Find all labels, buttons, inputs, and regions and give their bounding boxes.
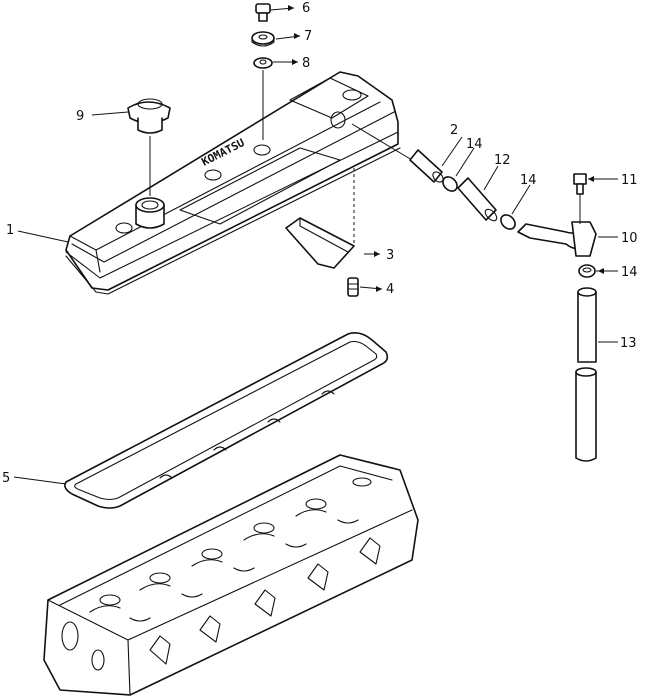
callout-14c: 14	[621, 265, 638, 280]
callout-10: 10	[621, 231, 638, 246]
callout-5: 5	[2, 471, 10, 486]
cylinder-head	[43, 454, 419, 696]
bolt-11	[573, 173, 587, 195]
clamp-14b	[500, 214, 516, 230]
pipe-2	[409, 149, 444, 183]
grommet-8	[253, 57, 273, 140]
callout-3: 3	[386, 248, 394, 263]
leader-lines	[13, 5, 618, 485]
callout-12: 12	[494, 153, 511, 168]
elbow-pipe-10	[517, 192, 597, 257]
washer-7	[251, 31, 275, 47]
bolt-4	[347, 277, 359, 297]
gasket	[64, 332, 389, 509]
callout-4: 4	[386, 282, 394, 297]
callout-8: 8	[302, 56, 310, 71]
callout-7: 7	[304, 29, 312, 44]
valve-cover: KOMATSU	[65, 71, 401, 295]
clamp-14c	[578, 264, 596, 278]
callout-6: 6	[302, 1, 310, 16]
callout-11: 11	[621, 173, 638, 188]
tube-13	[575, 287, 597, 462]
bolt-6	[255, 3, 271, 22]
callout-14a: 14	[466, 137, 483, 152]
callout-2: 2	[450, 123, 458, 138]
callout-14b: 14	[520, 173, 537, 188]
callout-1: 1	[6, 223, 14, 238]
bracket-3	[285, 168, 355, 269]
hose-12	[457, 177, 498, 222]
callout-13: 13	[620, 336, 637, 351]
callout-labels: 1 2 3 4 5 6 7 8 9 10 11 12 13 14 14 14	[2, 1, 638, 486]
oil-filler-cap	[127, 98, 171, 196]
callout-9: 9	[76, 109, 84, 124]
clamp-14a	[442, 176, 458, 192]
